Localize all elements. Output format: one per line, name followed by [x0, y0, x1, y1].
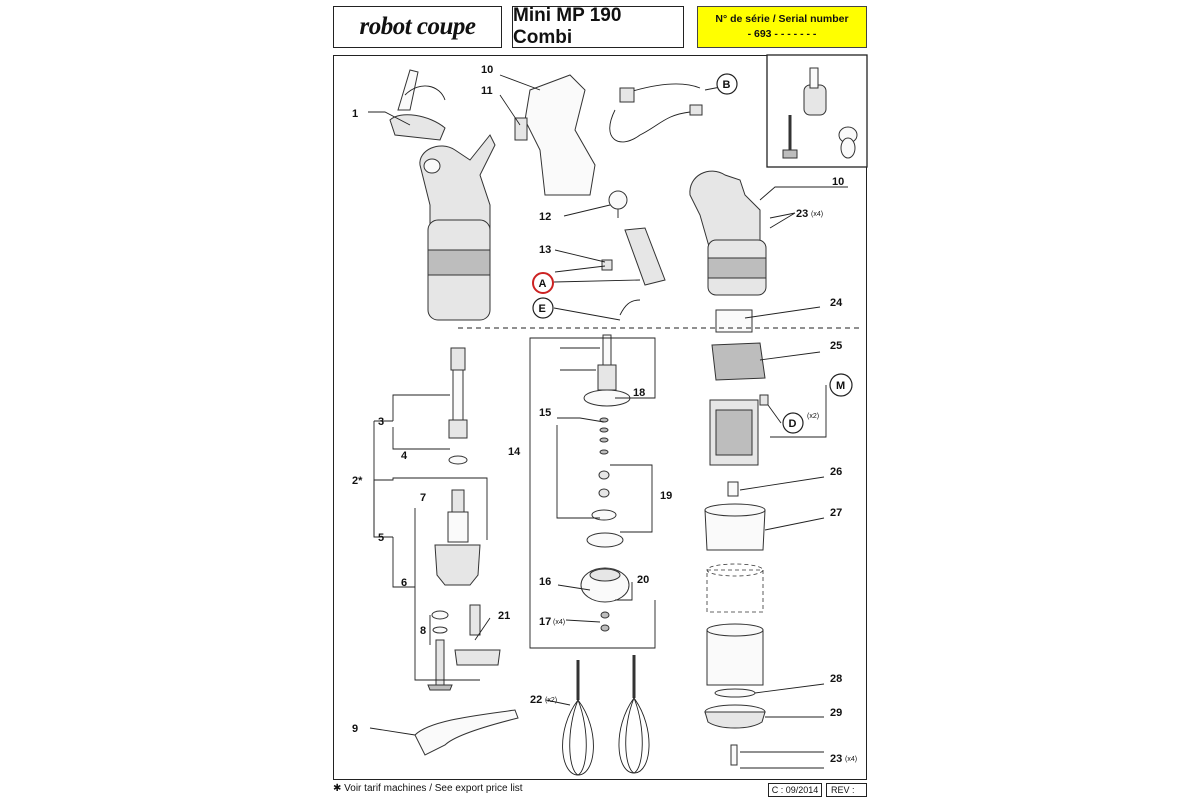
callout-28: 28 [830, 673, 842, 685]
leader-lines [368, 74, 860, 769]
part-26-coupling [727, 481, 739, 497]
part-1-switch-assembly [389, 69, 446, 141]
callout-23-top: 23 [796, 208, 808, 220]
export-price-note: ✱ Voir tarif machines / See export price… [333, 783, 523, 794]
serial-number-box: N° de série / Serial number - 693 - - - … [697, 6, 867, 48]
callout-21: 21 [498, 610, 510, 622]
brand-logo: robot coupe [359, 13, 476, 40]
callout-14: 14 [508, 446, 521, 458]
part-6-blade-foot [434, 489, 481, 586]
callout-20: 20 [637, 574, 649, 586]
brand-logo-box: robot coupe [333, 6, 502, 48]
callout-A-circle [532, 272, 554, 294]
part-29-bottom-cap [704, 704, 766, 729]
callout-13: 13 [539, 244, 551, 256]
part-E-wiring [619, 299, 641, 316]
serial-label: N° de série / Serial number [715, 13, 849, 25]
inset-overview-illustration [782, 67, 858, 159]
serial-value: - 693 - - - - - - - [747, 28, 817, 40]
document-code: C : 09/2014 [768, 783, 822, 797]
callout-D: D [789, 418, 797, 430]
callout-19: 19 [660, 490, 672, 502]
callout-M-circle [829, 373, 853, 397]
callout-7: 7 [420, 492, 426, 504]
part-18-gear-head [583, 334, 631, 407]
part-9-wall-bracket [414, 709, 519, 756]
callout-10-top: 10 [481, 64, 493, 76]
part-B-power-cord [609, 83, 703, 143]
part-25-brush-holder [711, 342, 766, 381]
callout-D-qty: (x2) [807, 413, 819, 420]
callout-8: 8 [420, 625, 426, 637]
callout-23-bottom: 23 [830, 753, 842, 765]
part-15-gear-stack [591, 417, 617, 521]
motor-tube-sleeves [706, 563, 764, 686]
callout-23-top-qty: (x4) [811, 211, 823, 218]
model-title: Mini MP 190 Combi [512, 5, 684, 48]
part-21-whisk-drive [454, 604, 501, 666]
callout-16: 16 [539, 576, 551, 588]
part-28-o-ring [714, 688, 756, 698]
motor-body-left [419, 134, 496, 321]
part-12-knob [608, 190, 628, 218]
part-27-motor-support [704, 503, 766, 551]
motor-body-right [689, 170, 767, 296]
callout-11: 11 [481, 85, 493, 97]
callout-27: 27 [830, 507, 842, 519]
part-13-A-electronic-board [601, 227, 666, 286]
callout-18: 18 [633, 387, 645, 399]
callout-E: E [539, 303, 546, 315]
callout-22-qty: (x2) [545, 697, 557, 704]
part-M-motor [709, 399, 759, 466]
callout-17: 17 [539, 616, 551, 628]
callout-29: 29 [830, 707, 842, 719]
part-D-carbon-brush [759, 394, 769, 406]
part-24-fan [715, 309, 753, 333]
callout-15: 15 [539, 407, 551, 419]
circled-callouts: A B D (x2) E M [532, 73, 853, 434]
callout-E-circle [532, 297, 554, 319]
callout-9: 9 [352, 723, 358, 735]
callout-M: M [836, 380, 845, 392]
callout-5: 5 [378, 532, 384, 544]
callout-labels: 1 2* 3 4 5 6 7 8 9 10 10 11 12 13 14 15 … [352, 64, 857, 765]
callout-10-right: 10 [832, 176, 844, 188]
part-3-shaft [448, 347, 468, 465]
part-8-blade [427, 610, 453, 691]
callout-3: 3 [378, 416, 384, 428]
part-16-gearbox-housing [580, 532, 630, 632]
callout-6: 6 [401, 577, 407, 589]
callout-26: 26 [830, 466, 842, 478]
part-23-screws-bottom [730, 744, 738, 766]
callout-B: B [723, 79, 731, 91]
callout-23-bottom-qty: (x4) [845, 756, 857, 763]
callout-24: 24 [830, 297, 843, 309]
exploded-view-frame [333, 55, 867, 780]
callout-4: 4 [401, 450, 408, 462]
callout-22: 22 [530, 694, 542, 706]
callout-12: 12 [539, 211, 551, 223]
callout-1: 1 [352, 108, 358, 120]
part-22-whisk-wires [562, 655, 650, 776]
callout-B-circle [716, 73, 738, 95]
revision-box: REV : [826, 783, 867, 797]
callout-2: 2* [352, 475, 363, 487]
part-10-handle-shell-center [514, 74, 596, 196]
callout-A: A [539, 278, 547, 290]
callout-17-qty: (x4) [553, 619, 565, 626]
callout-25: 25 [830, 340, 842, 352]
callout-D-circle [782, 412, 804, 434]
